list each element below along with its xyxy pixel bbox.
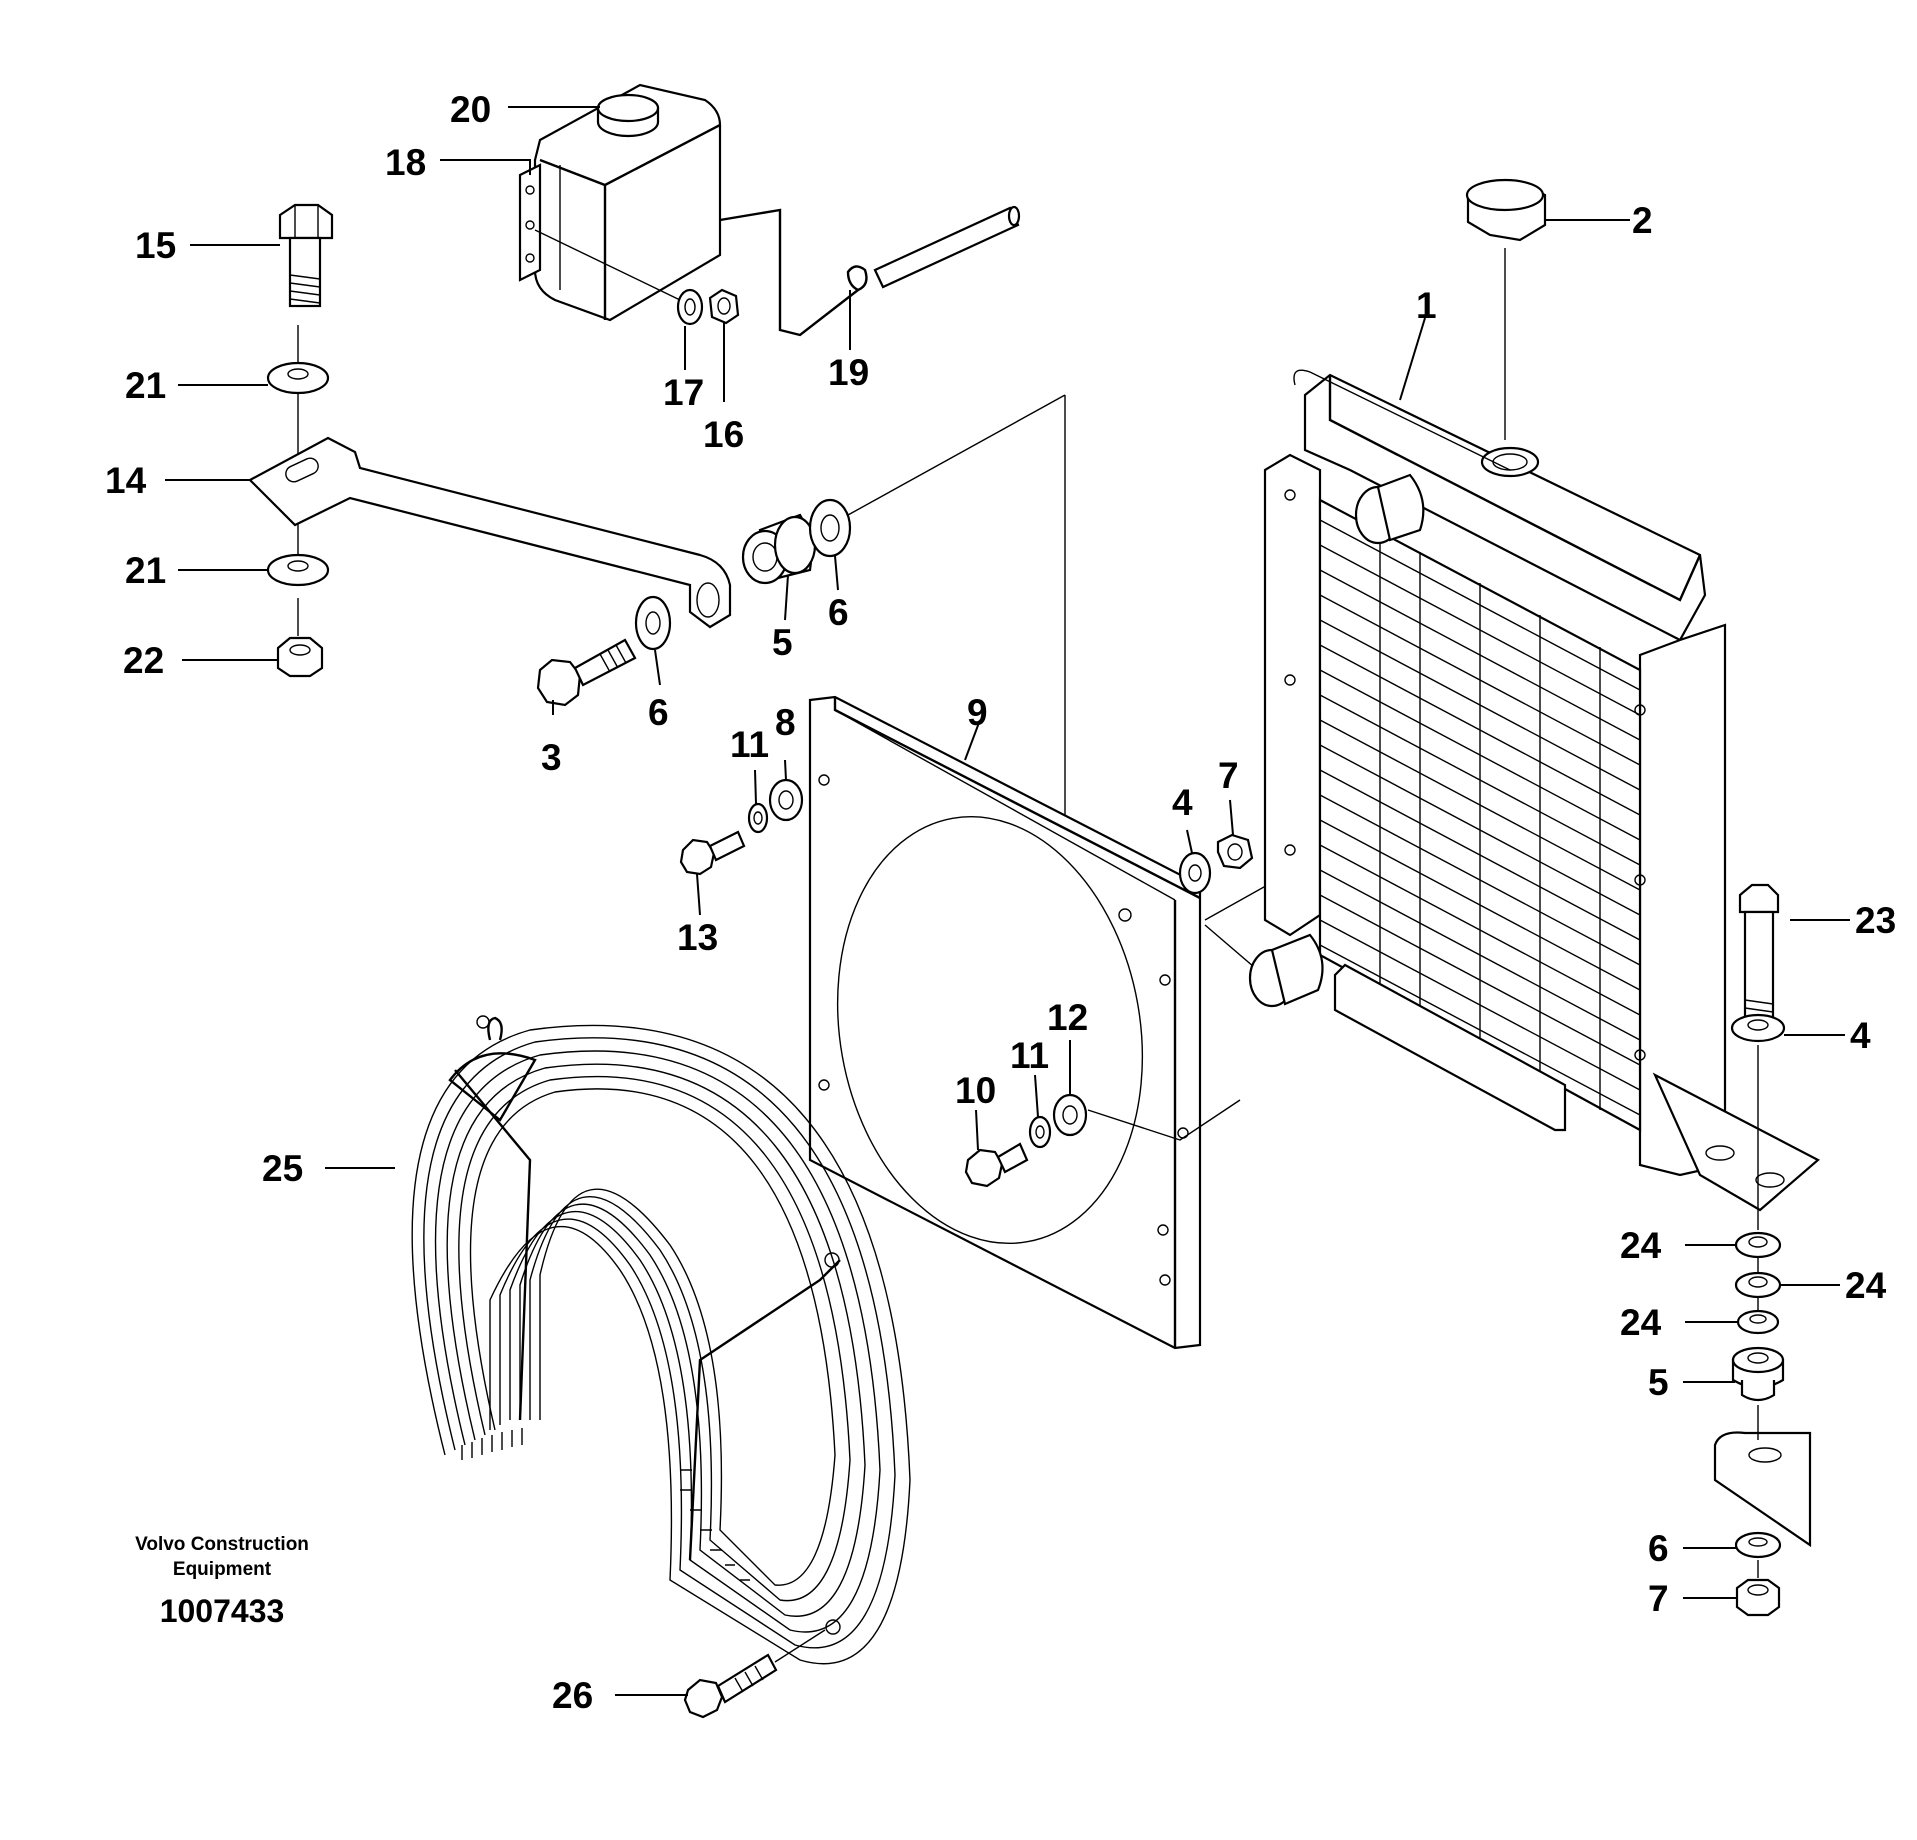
callout-18: 18 [385, 142, 426, 183]
callout-24-top: 24 [1620, 1225, 1662, 1266]
bolt-15 [278, 203, 334, 308]
callout-22: 22 [123, 640, 164, 681]
callout-9: 9 [967, 692, 988, 733]
leader-lines [165, 106, 1850, 1696]
washer-4-middle [1178, 851, 1212, 895]
callout-5-right: 5 [1648, 1362, 1669, 1403]
callout-15: 15 [135, 225, 176, 266]
callout-16: 16 [703, 414, 744, 455]
callout-24-bottom: 24 [1620, 1302, 1662, 1343]
callout-12: 12 [1047, 997, 1088, 1038]
washer-6-left [634, 595, 672, 651]
callout-4-right: 4 [1850, 1015, 1871, 1056]
nut-22 [276, 636, 324, 678]
callout-10: 10 [955, 1070, 996, 1111]
washer-11-upper [747, 802, 769, 834]
callout-21-upper: 21 [125, 365, 166, 406]
publisher-caption: Volvo Construction Equipment 1007433 [135, 1534, 309, 1629]
callout-13: 13 [677, 917, 718, 958]
callout-14: 14 [105, 460, 147, 501]
washer-6-right [1734, 1531, 1782, 1559]
washer-21-bottom [266, 553, 330, 587]
publisher-line-1: Volvo Construction [135, 1534, 309, 1555]
bushing-5-right [1731, 1346, 1785, 1402]
washer-11-lower [1028, 1115, 1052, 1149]
callout-20: 19 [828, 352, 869, 393]
fan-shroud-9 [808, 695, 1202, 1350]
callout-6-upper: 6 [828, 592, 849, 633]
document-number: 1007433 [160, 1593, 285, 1629]
callout-6-left: 6 [648, 692, 669, 733]
nut-7-right [1735, 1578, 1781, 1617]
washer-24-top [1734, 1231, 1782, 1259]
callout-2: 2 [1632, 200, 1653, 241]
callout-1: 1 [1416, 285, 1437, 326]
overflow-hose [719, 205, 1021, 337]
callout-24-middle: 24 [1845, 1265, 1887, 1306]
callout-8: 8 [775, 702, 796, 743]
callout-3: 3 [541, 737, 562, 778]
fan-guard-25 [411, 1015, 911, 1665]
callout-labels: 20 18 15 21 14 21 22 17 16 19 2 1 5 6 6 … [105, 89, 1896, 1716]
callout-7-middle: 7 [1218, 755, 1239, 796]
callout-7-right: 7 [1648, 1578, 1669, 1619]
washer-24-bottom [1736, 1309, 1780, 1335]
callout-4-middle: 4 [1172, 782, 1193, 823]
callout-21-lower: 21 [125, 550, 166, 591]
bolt-3 [536, 638, 637, 707]
callout-19: 20 [450, 89, 491, 130]
bolt-23 [1738, 883, 1780, 1034]
washer-8 [768, 778, 804, 822]
callout-26: 26 [552, 1675, 593, 1716]
bolt-10 [964, 1142, 1029, 1188]
nut-7-middle [1204, 833, 1281, 986]
publisher-line-2: Equipment [173, 1559, 272, 1580]
radiator-cap-2 [1465, 178, 1547, 440]
callout-25: 25 [262, 1148, 303, 1189]
stay-bar-14 [248, 436, 732, 629]
expansion-tank [518, 83, 722, 322]
radiator-1 [1248, 369, 1820, 1212]
callout-11-upper: 11 [730, 724, 769, 765]
bolt-26 [683, 1629, 826, 1719]
callout-23: 23 [1855, 900, 1896, 941]
washer-21-top [266, 361, 330, 395]
washer-nut-17-16 [534, 229, 740, 326]
callout-11-lower: 11 [1010, 1035, 1049, 1076]
washer-24-middle [1734, 1271, 1782, 1299]
callout-6-right: 6 [1648, 1528, 1669, 1569]
callout-17: 17 [663, 372, 704, 413]
washer-4-right [1730, 1013, 1786, 1043]
washer-12 [1052, 1093, 1241, 1141]
bushing-5-upper [741, 513, 817, 585]
callout-5-upper: 5 [772, 622, 793, 663]
bolt-13 [679, 830, 746, 876]
mount-bracket [1713, 1431, 1812, 1548]
